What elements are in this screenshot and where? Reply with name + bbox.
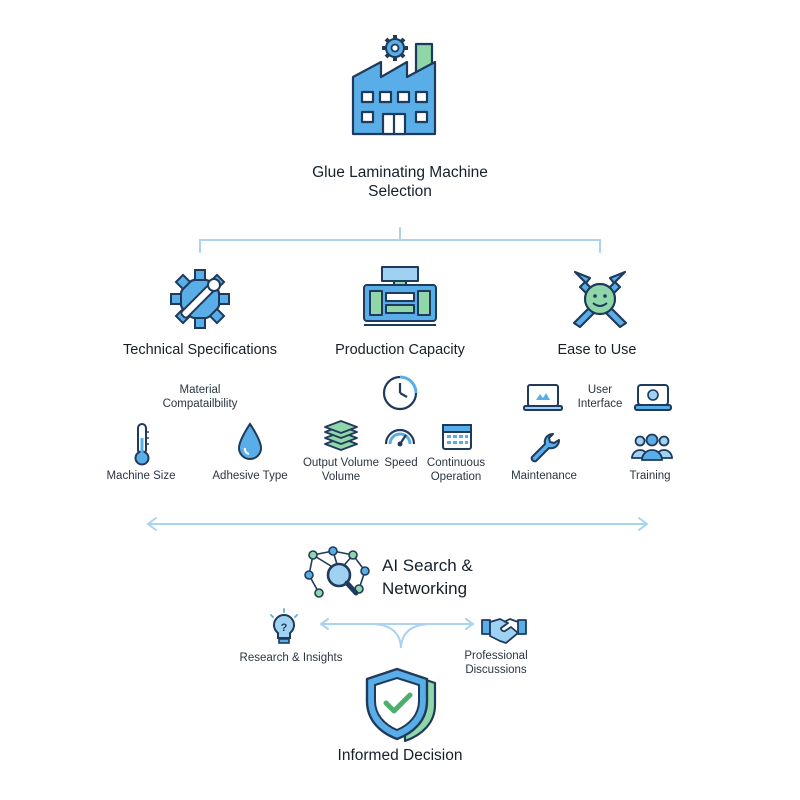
item-continuous-operation: Continuous Operation	[426, 457, 486, 484]
item-output-volume: Output Volume Volume	[302, 457, 380, 484]
laminating-machine-icon	[363, 266, 437, 326]
layers-icon	[324, 420, 358, 451]
calendar-icon	[442, 424, 472, 450]
monitor-touch-icon	[634, 384, 672, 411]
item-maintenance: Maintenance	[511, 470, 577, 482]
decision-arrow	[369, 623, 433, 649]
item-material-compatibility: Material Compatailbility	[162, 384, 238, 411]
item-adhesive-type: Adhesive Type	[212, 470, 288, 482]
diagram-title: Glue Laminating Machine Selection	[312, 164, 488, 201]
speedometer-icon	[384, 428, 416, 447]
research-insights-label: Research & Insights	[239, 652, 343, 664]
thermometer-icon	[134, 423, 150, 466]
decision-label: Informed Decision	[337, 747, 463, 764]
item-training: Training	[629, 470, 671, 482]
item-speed: Speed	[384, 457, 418, 469]
ai-label-line2: Networking	[382, 578, 468, 598]
factory-icon	[351, 35, 437, 136]
shield-check-icon	[365, 667, 437, 743]
svg-text:?: ?	[281, 622, 288, 634]
clock-icon	[382, 375, 418, 411]
droplet-icon	[237, 422, 263, 460]
professional-discussions-label: Professional Discussions	[464, 650, 528, 677]
laptop-icon	[523, 384, 563, 411]
category-production: Production Capacity	[335, 342, 465, 358]
wrench-icon	[530, 433, 560, 463]
gear-wrench-icon	[170, 269, 230, 329]
item-user-interface: User Interface	[577, 384, 623, 411]
lightbulb-question-icon: ?	[270, 608, 298, 644]
category-technical: Technical Specifications	[123, 342, 277, 358]
ai-label-line1: AI Search &	[382, 556, 473, 575]
ai-network-search-icon	[304, 546, 370, 598]
category-ease: Ease to Use	[557, 342, 637, 358]
item-machine-size: Machine Size	[106, 470, 176, 482]
handshake-icon	[481, 618, 527, 644]
ai-label: AI Search & Networking	[382, 555, 473, 601]
smile-tools-icon	[572, 270, 628, 329]
people-icon	[631, 433, 673, 461]
